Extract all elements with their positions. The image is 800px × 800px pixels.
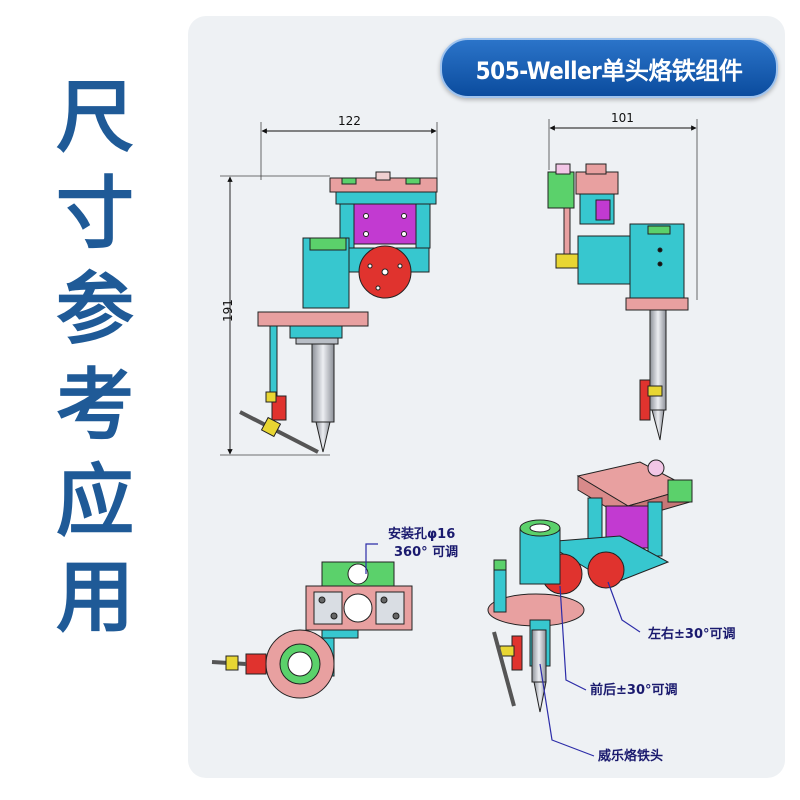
- label-front-back: 前后±30°可调: [590, 682, 677, 698]
- label-left-right: 左右±30°可调: [648, 626, 735, 642]
- label-mount-rotate: 360° 可调: [394, 545, 458, 560]
- dim-front-width: 122: [338, 114, 361, 128]
- iso-view: [487, 459, 693, 713]
- front-view: [220, 122, 438, 456]
- annotation-leaders: [365, 543, 641, 757]
- top-view: [211, 561, 413, 699]
- side-view: [547, 119, 698, 441]
- title-char: 用: [55, 553, 134, 643]
- title-char: 参: [55, 265, 134, 355]
- label-weller-tip: 威乐烙铁头: [598, 748, 663, 764]
- title-char: 尺: [55, 73, 134, 163]
- title-char: 应: [55, 457, 134, 547]
- title-char: 考: [55, 361, 134, 451]
- product-title: 505-Weller单头烙铁组件: [440, 38, 778, 98]
- vertical-title: 尺 寸 参 考 应 用: [40, 70, 150, 646]
- title-char: 寸: [55, 169, 134, 259]
- label-mount-hole: 安装孔φ16: [388, 526, 455, 542]
- dim-side-width: 101: [611, 111, 634, 125]
- dim-front-height: 191: [221, 299, 235, 322]
